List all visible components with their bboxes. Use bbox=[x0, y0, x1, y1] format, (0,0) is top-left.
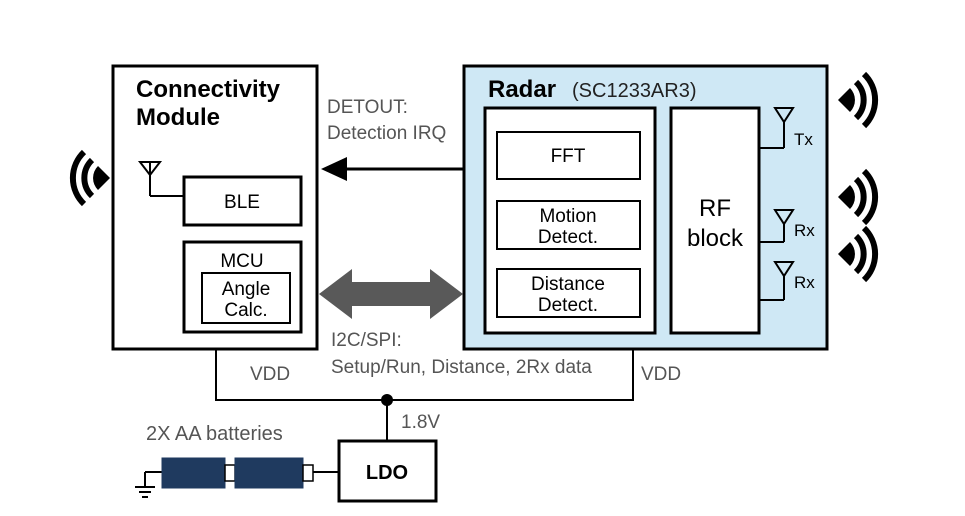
ble-antenna-icon bbox=[137, 161, 184, 197]
motion-detect-label-line1: Motion bbox=[539, 206, 596, 227]
vdd-right-label: VDD bbox=[641, 364, 681, 385]
radar-part-number: (SC1233AR3) bbox=[572, 80, 697, 102]
mcu-label: MCU bbox=[220, 251, 263, 272]
wireless-signal-icon bbox=[838, 74, 875, 126]
ble-label: BLE bbox=[224, 192, 260, 213]
tx-antenna-icon bbox=[759, 107, 795, 149]
ldo-block bbox=[337, 439, 438, 503]
fft-block bbox=[496, 131, 641, 180]
distance-detect-block bbox=[496, 268, 641, 318]
distance-detect-label-line1: Distance bbox=[531, 274, 605, 295]
angle-calc-label-line2: Calc. bbox=[224, 300, 267, 321]
radar-module: Radar (SC1233AR3) FFT Motion Detect. Dis… bbox=[462, 64, 829, 351]
ldo-label: LDO bbox=[366, 462, 408, 484]
connectivity-module-title: Connectivity bbox=[136, 76, 281, 103]
bus-description: Setup/Run, Distance, 2Rx data bbox=[331, 357, 592, 378]
bus-label: I2C/SPI: bbox=[331, 330, 402, 351]
rx-antenna-icon bbox=[759, 209, 795, 243]
vdd-wiring bbox=[215, 349, 634, 441]
battery-pack-icon bbox=[145, 457, 339, 489]
detout-description: Detection IRQ bbox=[327, 123, 446, 144]
junction-dot bbox=[381, 394, 393, 406]
batteries-label: 2X AA batteries bbox=[146, 423, 283, 445]
distance-detect-label-line2: Detect. bbox=[538, 295, 598, 316]
wireless-signal-icon bbox=[838, 228, 875, 280]
supply-voltage-label: 1.8V bbox=[401, 412, 440, 433]
fft-label: FFT bbox=[551, 146, 586, 167]
detout-label: DETOUT: bbox=[327, 97, 408, 118]
radar-title: Radar bbox=[488, 76, 556, 103]
vdd-left-label: VDD bbox=[250, 364, 290, 385]
wireless-signal-icon bbox=[838, 171, 875, 223]
rf-block bbox=[669, 106, 761, 335]
ble-block bbox=[182, 175, 303, 227]
ground-icon bbox=[135, 472, 155, 498]
motion-detect-label-line2: Detect. bbox=[538, 227, 598, 248]
angle-calc-label-line1: Angle bbox=[222, 279, 271, 300]
connectivity-module: Connectivity Module BLE MCU Angle Calc. bbox=[111, 64, 319, 351]
detout-signal bbox=[321, 157, 464, 181]
i2c-spi-bus-arrow bbox=[319, 269, 463, 319]
wireless-signal-icon bbox=[73, 152, 110, 204]
rf-block-label-line2: block bbox=[687, 225, 744, 252]
rx1-label: Rx bbox=[794, 221, 815, 240]
motion-detect-block bbox=[496, 200, 641, 250]
rf-block-label-line1: RF bbox=[699, 195, 731, 222]
tx-label: Tx bbox=[794, 130, 813, 149]
angle-calc-block bbox=[201, 272, 291, 324]
rx2-label: Rx bbox=[794, 273, 815, 292]
rx-antenna-icon bbox=[759, 261, 795, 301]
connectivity-module-subtitle: Module bbox=[136, 104, 220, 131]
